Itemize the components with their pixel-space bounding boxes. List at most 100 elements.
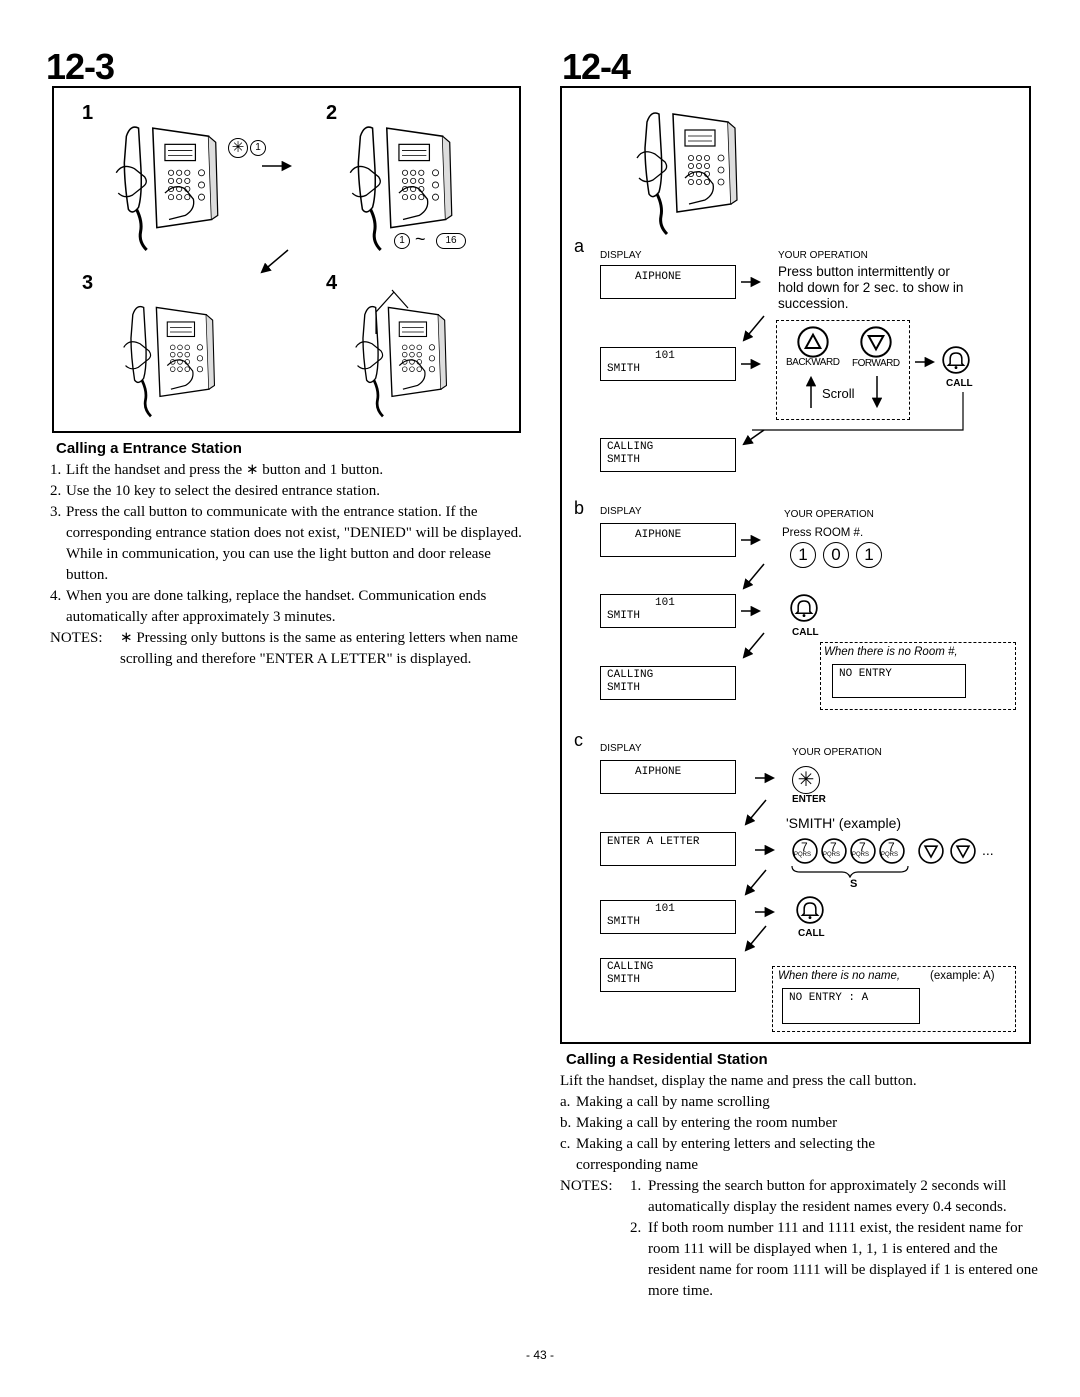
- backward-label: BACKWARD: [786, 357, 840, 368]
- no-room-note: When there is no Room #,: [824, 646, 958, 658]
- arrow-down-left-icon: [260, 249, 289, 274]
- lcd-c-enter-a-letter: ENTER A LETTER: [600, 832, 736, 866]
- arrow-right-icon: [262, 160, 293, 172]
- step-number-1: 1: [82, 102, 94, 124]
- page-heading-12-3: 12-3: [46, 46, 115, 87]
- range-end-key-icon: 16: [436, 233, 466, 249]
- no-name-box: [772, 966, 1016, 1032]
- range-start-key-icon: 1: [394, 233, 410, 249]
- your-operation-label-c: YOUR OPERATION: [792, 747, 882, 758]
- lcd-b-aiphone: AIPHONE: [600, 523, 736, 557]
- section-title-residential: Calling a Residential Station: [566, 1051, 768, 1068]
- scroll-label: Scroll: [822, 386, 855, 401]
- no-name-example: (example: A): [930, 970, 995, 982]
- call-bell-icon[interactable]: [790, 594, 818, 622]
- residential-item-c: c.Making a call by entering letters and …: [560, 1136, 876, 1173]
- forward-triangle-down-icon[interactable]: [950, 838, 976, 864]
- your-operation-label-b: YOUR OPERATION: [784, 509, 874, 520]
- arrow-right-icon: [755, 844, 776, 856]
- instruction-item-3: 3.Press the call button to communicate w…: [50, 504, 522, 583]
- call-label-a: CALL: [946, 378, 973, 389]
- intercom-illustration-step-3: [122, 305, 216, 418]
- arrow-right-icon: [741, 276, 762, 288]
- lcd-a-aiphone: AIPHONE: [600, 265, 736, 299]
- star-key-icon: ✳: [228, 138, 248, 158]
- arrow-down-left-icon: [742, 315, 765, 342]
- arrow-right-icon: [741, 605, 762, 617]
- step-number-4: 4: [326, 272, 338, 294]
- forward-triangle-down-icon[interactable]: [860, 326, 892, 358]
- lcd-c-aiphone: AIPHONE: [600, 760, 736, 794]
- lcd-b-no-entry: NO ENTRY: [832, 664, 966, 698]
- ellipsis: ...: [982, 842, 994, 858]
- arrow-right-icon: [755, 772, 776, 784]
- illustration-panel-12-4: a DISPLAY YOUR OPERATION AIPHONE Press b…: [560, 86, 1031, 1044]
- step-number-2: 2: [326, 102, 338, 124]
- scroll-buttons-box: [776, 320, 910, 420]
- arrow-right-icon: [915, 356, 936, 368]
- entrance-notes: NOTES:∗ Pressing only buttons is the sam…: [50, 630, 518, 667]
- handset-hangup-arrow-icon: [375, 289, 409, 334]
- op-instruction-a: Press button intermittently or hold down…: [778, 264, 964, 311]
- arrow-down-left-icon: [744, 925, 767, 952]
- page-heading-12-4: 12-4: [562, 46, 631, 87]
- key-1-icon: 1: [250, 140, 266, 156]
- display-label-c: DISPLAY: [600, 743, 642, 754]
- residential-note-1: NOTES:1.Pressing the search button for a…: [560, 1178, 1007, 1215]
- call-bell-icon[interactable]: [796, 896, 824, 924]
- arrow-right-icon: [741, 358, 762, 370]
- forward-triangle-down-icon[interactable]: [918, 838, 944, 864]
- entrance-instructions: 1.Lift the handset and press the ∗ butto…: [50, 460, 522, 670]
- backward-triangle-up-icon[interactable]: [797, 326, 829, 358]
- lcd-c-no-entry-a: NO ENTRY : A: [782, 988, 920, 1024]
- brace-icon: [791, 865, 909, 878]
- forward-label: FORWARD: [852, 358, 900, 369]
- call-label-b: CALL: [792, 627, 819, 638]
- residential-instructions: Lift the handset, display the name and p…: [560, 1071, 1038, 1302]
- page-number: - 43 -: [525, 1348, 554, 1362]
- s-label: S: [850, 878, 858, 890]
- digit-key-1[interactable]: 1: [790, 542, 816, 568]
- digit-key-0[interactable]: 0: [823, 542, 849, 568]
- instruction-item-4: 4.When you are done talking, replace the…: [50, 588, 487, 625]
- enter-label: ENTER: [792, 794, 826, 805]
- your-operation-label-a: YOUR OPERATION: [778, 250, 868, 261]
- press-room-label: Press ROOM #.: [782, 527, 864, 539]
- call-bell-icon[interactable]: [942, 346, 970, 374]
- section-letter-c: c: [574, 730, 583, 750]
- smith-example-label: 'SMITH' (example): [786, 815, 902, 831]
- arrow-right-icon: [741, 534, 762, 546]
- scroll-down-arrow-icon: [872, 376, 882, 409]
- section-letter-b: b: [574, 498, 585, 518]
- section-letter-a: a: [574, 236, 585, 256]
- step-number-3: 3: [82, 272, 94, 294]
- instruction-item-2: 2.Use the 10 key to select the desired e…: [50, 483, 381, 499]
- display-label-b: DISPLAY: [600, 506, 642, 517]
- residential-intro: Lift the handset, display the name and p…: [560, 1073, 917, 1089]
- arrow-down-left-icon: [742, 563, 765, 590]
- digit-key-1b[interactable]: 1: [856, 542, 882, 568]
- scroll-up-arrow-icon: [806, 375, 816, 408]
- no-name-note: When there is no name,: [778, 970, 901, 982]
- residential-note-2: 2.If both room number 111 and 1111 exist…: [630, 1220, 1038, 1299]
- range-tilde: ~: [415, 229, 426, 249]
- no-room-box: [820, 642, 1016, 710]
- enter-star-key-icon[interactable]: ✳: [792, 766, 820, 794]
- illustration-panel-12-3: 1 2 3 4 ✳ 1 1 ~ 16: [52, 86, 521, 433]
- arrow-right-icon: [755, 906, 776, 918]
- arrow-down-left-icon: [744, 799, 767, 826]
- return-arrow-icon: [742, 392, 964, 446]
- arrow-down-left-icon: [742, 632, 765, 659]
- display-label-a: DISPLAY: [600, 250, 642, 261]
- intercom-illustration: [635, 111, 739, 236]
